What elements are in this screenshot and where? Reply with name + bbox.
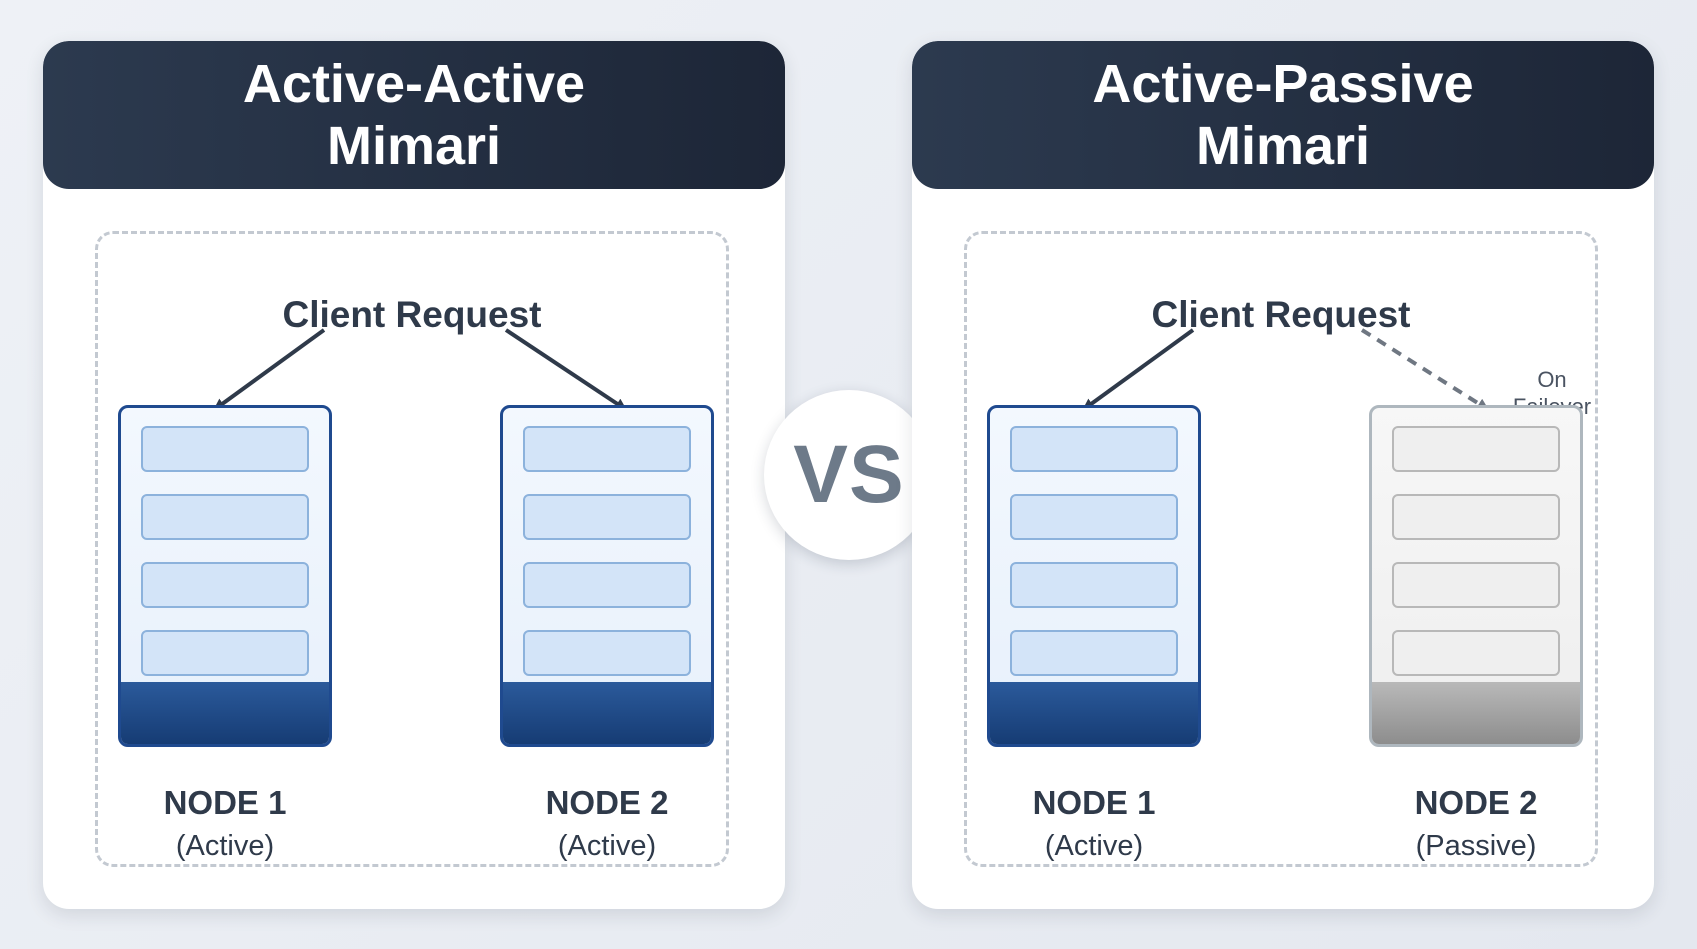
dashed-arrow-icon	[1360, 328, 1490, 411]
server-slot	[1392, 494, 1560, 540]
arrow-icon	[213, 328, 326, 411]
server-base	[121, 682, 329, 744]
active-active-panel: Active-Active Mimari Client Request NODE…	[43, 41, 785, 909]
arrow-icon	[504, 328, 627, 411]
server-slot	[1010, 630, 1178, 676]
vs-badge: VS	[764, 390, 934, 560]
node-state: (Active)	[175, 830, 275, 862]
active-passive-panel: Active-Passive Mimari Client Request On …	[912, 41, 1654, 909]
server-slot	[1392, 562, 1560, 608]
server-base	[503, 682, 711, 744]
panel-title-line1: Active-Active	[242, 54, 586, 114]
server-slot	[523, 562, 691, 608]
server-slot	[1392, 630, 1560, 676]
architecture-diagram: Client Request NODE 1 (Active)	[95, 231, 729, 867]
node-name: NODE 1	[163, 784, 287, 821]
server-slot	[523, 426, 691, 472]
server-slot	[141, 494, 309, 540]
server-slot	[1392, 426, 1560, 472]
node-state: (Active)	[557, 830, 657, 862]
server-slot	[141, 426, 309, 472]
server-slot	[523, 630, 691, 676]
architecture-diagram: Client Request On Failover NODE	[964, 231, 1598, 867]
connection-lines	[213, 328, 627, 411]
node-state: (Passive)	[1415, 830, 1537, 862]
server-slot	[141, 562, 309, 608]
server-icon	[500, 405, 714, 747]
client-request-label: Client Request	[282, 294, 542, 335]
panel-title-line2: Mimari	[326, 116, 502, 176]
node-name: NODE 1	[1032, 784, 1156, 821]
node-state: (Active)	[1044, 830, 1144, 862]
server-base	[1372, 682, 1580, 744]
server-icon	[118, 405, 332, 747]
node-name: NODE 2	[545, 784, 669, 821]
client-request-label: Client Request	[1151, 294, 1411, 335]
server-slot	[1010, 426, 1178, 472]
server-slot	[141, 630, 309, 676]
server-slot	[523, 494, 691, 540]
server-icon	[1369, 405, 1583, 747]
panel-header: Active-Active Mimari	[43, 41, 785, 189]
server-base	[990, 682, 1198, 744]
server-slot	[1010, 562, 1178, 608]
connection-lines	[1082, 328, 1490, 411]
server-slot	[1010, 494, 1178, 540]
server-icon	[987, 405, 1201, 747]
panel-header: Active-Passive Mimari	[912, 41, 1654, 189]
arrow-icon	[1082, 328, 1195, 411]
node-name: NODE 2	[1414, 784, 1538, 821]
failover-label-line1: On	[1537, 367, 1567, 392]
panel-title-line1: Active-Passive	[1092, 54, 1474, 114]
panel-title-line2: Mimari	[1195, 116, 1371, 176]
